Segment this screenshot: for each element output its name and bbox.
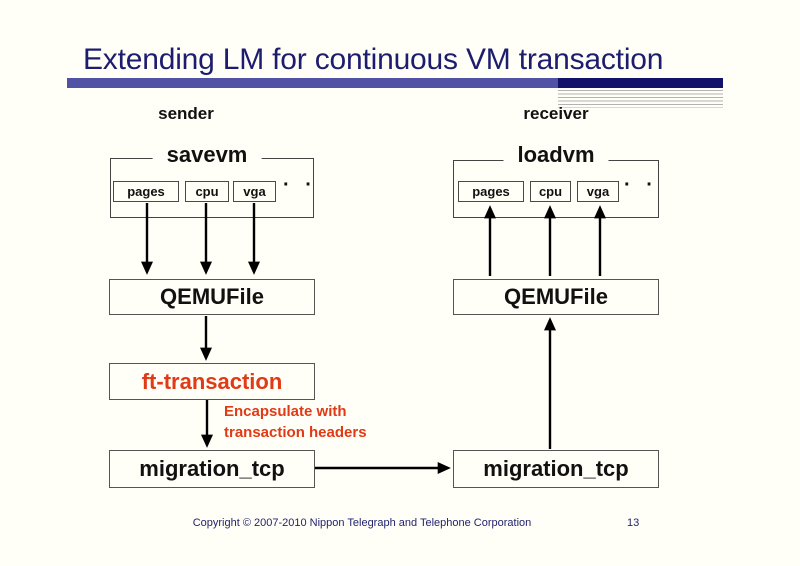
receiver-pages-box: pages xyxy=(458,181,524,202)
ft-transaction-box: ft-transaction xyxy=(109,363,315,400)
loadvm-label: loadvm xyxy=(503,142,609,168)
savevm-label: savevm xyxy=(152,142,262,168)
receiver-cpu-box: cpu xyxy=(530,181,571,202)
footer-copyright: Copyright © 2007-2010 Nippon Telegraph a… xyxy=(192,517,532,529)
annotation-line-1: Encapsulate with xyxy=(224,403,347,420)
sender-cpu-box: cpu xyxy=(185,181,229,202)
sender-ellipsis: · · xyxy=(283,174,317,196)
annotation-line-2: transaction headers xyxy=(224,424,367,441)
receiver-qemufile-box: QEMUFile xyxy=(453,279,659,315)
receiver-migration-tcp-box: migration_tcp xyxy=(453,450,659,488)
title-decoration-lines xyxy=(558,90,723,108)
receiver-label: receiver xyxy=(523,104,589,123)
encapsulate-annotation: Encapsulate with transaction headers xyxy=(224,401,367,443)
slide-title: Extending LM for continuous VM transacti… xyxy=(83,43,664,76)
footer-page-number: 13 xyxy=(627,517,640,529)
sender-vga-box: vga xyxy=(233,181,276,202)
sender-pages-box: pages xyxy=(113,181,179,202)
title-underline-bar-right xyxy=(558,78,723,88)
receiver-vga-box: vga xyxy=(577,181,619,202)
title-underline-bar-left xyxy=(67,78,558,88)
sender-label: sender xyxy=(158,104,214,123)
sender-migration-tcp-box: migration_tcp xyxy=(109,450,315,488)
sender-qemufile-box: QEMUFile xyxy=(109,279,315,315)
receiver-ellipsis: · · xyxy=(624,174,658,196)
